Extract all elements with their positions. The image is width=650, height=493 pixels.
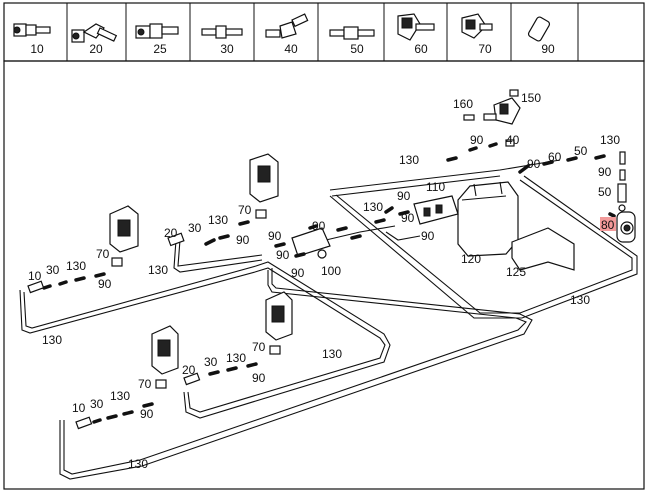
legend-part-50[interactable]: 50 xyxy=(329,26,375,56)
legend-part-20[interactable]: 20 xyxy=(71,23,118,56)
callout-160[interactable]: 160 xyxy=(453,97,473,111)
callout-40[interactable]: 40 xyxy=(506,133,520,147)
reducer-connector-icon xyxy=(135,23,179,39)
callout-130[interactable]: 130 xyxy=(66,259,86,273)
callout-90[interactable]: 90 xyxy=(291,266,305,280)
callout-120[interactable]: 120 xyxy=(461,252,481,266)
legend-label-25: 25 xyxy=(153,42,167,56)
diagram-frame xyxy=(3,60,645,490)
legend-label-20: 20 xyxy=(89,42,103,56)
callout-90[interactable]: 90 xyxy=(98,277,112,291)
legend-part-30[interactable]: 30 xyxy=(201,25,243,56)
legend-label-60: 60 xyxy=(414,42,428,56)
vacuum-lines xyxy=(19,159,638,480)
callout-30[interactable]: 30 xyxy=(90,397,104,411)
elbow-connector-icon xyxy=(71,23,118,43)
legend-part-25[interactable]: 25 xyxy=(135,23,179,56)
tee-connector-icon xyxy=(461,13,493,39)
check-valve-icon xyxy=(397,13,435,41)
callout-90[interactable]: 90 xyxy=(140,407,154,421)
door-lock-actuator-d[interactable] xyxy=(151,325,179,375)
callout-90[interactable]: 90 xyxy=(252,371,266,385)
callout-90[interactable]: 90 xyxy=(527,157,541,171)
callout-90[interactable]: 90 xyxy=(236,233,250,247)
callout-10[interactable]: 10 xyxy=(72,401,86,415)
straight-connector-icon xyxy=(13,23,51,37)
callout-90[interactable]: 90 xyxy=(268,229,282,243)
callout-50[interactable]: 50 xyxy=(574,144,588,158)
callout-70[interactable]: 70 xyxy=(96,247,110,261)
callout-70[interactable]: 70 xyxy=(238,203,252,217)
callout-80-highlight xyxy=(600,217,616,231)
legend-label-40: 40 xyxy=(284,42,298,56)
callout-90[interactable]: 90 xyxy=(401,211,415,225)
callout-90[interactable]: 90 xyxy=(421,229,435,243)
legend-part-40[interactable]: 40 xyxy=(265,13,309,56)
legend-label-90: 90 xyxy=(541,42,555,56)
legend-label-50: 50 xyxy=(350,42,364,56)
parts-legend: 10 20 25 xyxy=(3,2,645,62)
straight-adapter-icon xyxy=(201,25,243,39)
callout-90[interactable]: 90 xyxy=(470,133,484,147)
callout-130[interactable]: 130 xyxy=(600,133,620,147)
reservoir-cover[interactable] xyxy=(511,227,575,271)
callout-130[interactable]: 130 xyxy=(322,347,342,361)
central-manifold[interactable] xyxy=(291,227,331,259)
callout-50[interactable]: 50 xyxy=(598,185,612,199)
valve-block[interactable] xyxy=(413,195,459,225)
vacuum-reservoir[interactable] xyxy=(457,181,519,257)
part-callouts: 160 150 90 40 130 90 60 50 130 90 50 80 … xyxy=(28,91,620,471)
callout-20[interactable]: 20 xyxy=(164,226,178,240)
legend-part-10[interactable]: 10 xyxy=(13,23,51,56)
callout-90[interactable]: 90 xyxy=(312,219,326,233)
vacuum-actuator-80[interactable] xyxy=(616,211,636,243)
door-lock-actuator-a[interactable] xyxy=(249,153,279,203)
callout-70[interactable]: 70 xyxy=(252,340,266,354)
small-connectors xyxy=(27,139,515,430)
callout-90[interactable]: 90 xyxy=(598,165,612,179)
callout-90[interactable]: 90 xyxy=(276,248,290,262)
callout-90[interactable]: 90 xyxy=(397,189,411,203)
door-lock-actuator-b[interactable] xyxy=(109,205,139,253)
double-adapter-icon xyxy=(329,26,375,40)
callout-130[interactable]: 130 xyxy=(570,293,590,307)
legend-label-70: 70 xyxy=(478,42,492,56)
callout-130[interactable]: 130 xyxy=(148,263,168,277)
door-lock-actuator-c[interactable] xyxy=(265,291,293,341)
callout-130[interactable]: 130 xyxy=(128,457,148,471)
callout-80[interactable]: 80 xyxy=(601,218,615,232)
callout-10[interactable]: 10 xyxy=(28,269,42,283)
callout-130[interactable]: 130 xyxy=(42,333,62,347)
callout-30[interactable]: 30 xyxy=(204,355,218,369)
angle-adapter-icon xyxy=(265,13,309,39)
callout-30[interactable]: 30 xyxy=(188,221,202,235)
vacuum-valve[interactable] xyxy=(463,89,521,125)
callout-70[interactable]: 70 xyxy=(138,377,152,391)
callout-130[interactable]: 130 xyxy=(363,200,383,214)
legend-part-70[interactable]: 70 xyxy=(461,13,493,56)
callout-130[interactable]: 130 xyxy=(110,389,130,403)
callout-30[interactable]: 30 xyxy=(46,263,60,277)
legend-label-10: 10 xyxy=(30,42,44,56)
legend-part-60[interactable]: 60 xyxy=(397,13,435,56)
hose-sleeves xyxy=(42,142,616,424)
callout-130[interactable]: 130 xyxy=(399,153,419,167)
legend-label-30: 30 xyxy=(220,42,234,56)
right-connector-stack xyxy=(617,151,627,212)
hose-sleeve-icon xyxy=(527,16,551,42)
callout-150[interactable]: 150 xyxy=(521,91,541,105)
callout-60[interactable]: 60 xyxy=(548,150,562,164)
callout-100[interactable]: 100 xyxy=(321,264,341,278)
callout-130[interactable]: 130 xyxy=(208,213,228,227)
legend-part-90[interactable]: 90 xyxy=(527,16,555,56)
callout-20[interactable]: 20 xyxy=(182,363,196,377)
callout-110[interactable]: 110 xyxy=(426,180,445,194)
callout-130[interactable]: 130 xyxy=(226,351,246,365)
callout-125[interactable]: 125 xyxy=(506,265,526,279)
